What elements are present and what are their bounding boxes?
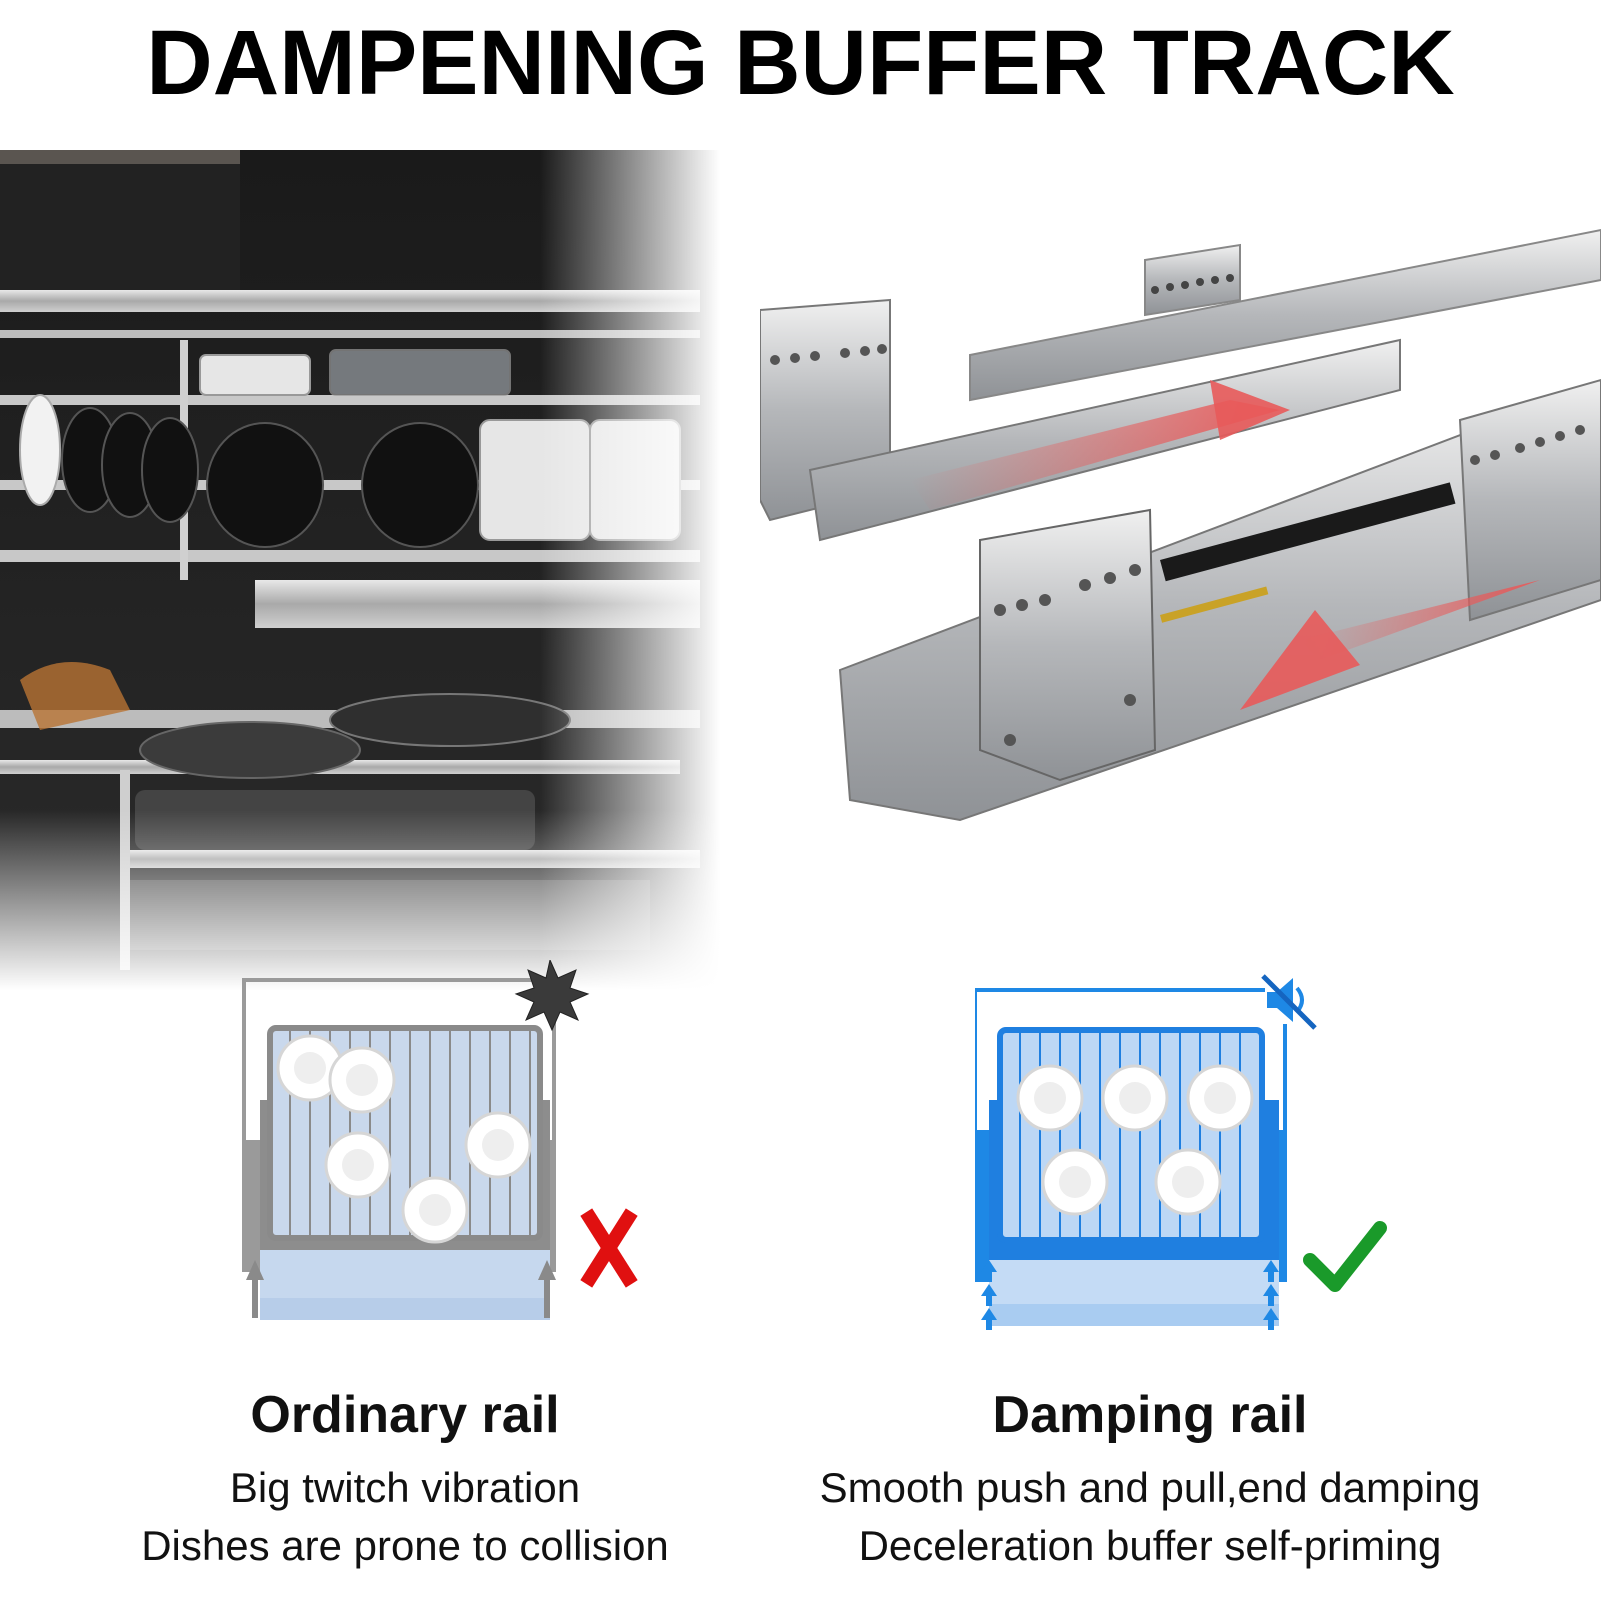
ordinary-rail-diagram <box>230 958 670 1350</box>
damping-rail-title: Damping rail <box>992 1386 1308 1444</box>
headline: DAMPENING BUFFER TRACK <box>146 12 1455 114</box>
damping-rail-desc-1: Smooth push and pull,end damping <box>819 1464 1481 1511</box>
ordinary-rail-desc-1: Big twitch vibration <box>229 1464 581 1511</box>
ordinary-rail-desc-2: Dishes are prone to collision <box>141 1522 669 1569</box>
red-x-icon <box>580 1208 638 1288</box>
ordinary-rail-title: Ordinary rail <box>250 1386 560 1444</box>
damping-rail-diagram <box>973 970 1415 1360</box>
drawer-slide-rails-illustration <box>759 220 1601 860</box>
kitchen-basket-photo <box>0 150 720 990</box>
mute-speaker-icon <box>1261 974 1317 1030</box>
collision-burst-icon <box>514 958 590 1032</box>
damping-rail-desc-2: Deceleration buffer self-priming <box>858 1522 1442 1569</box>
green-check-icon <box>1303 1221 1387 1292</box>
